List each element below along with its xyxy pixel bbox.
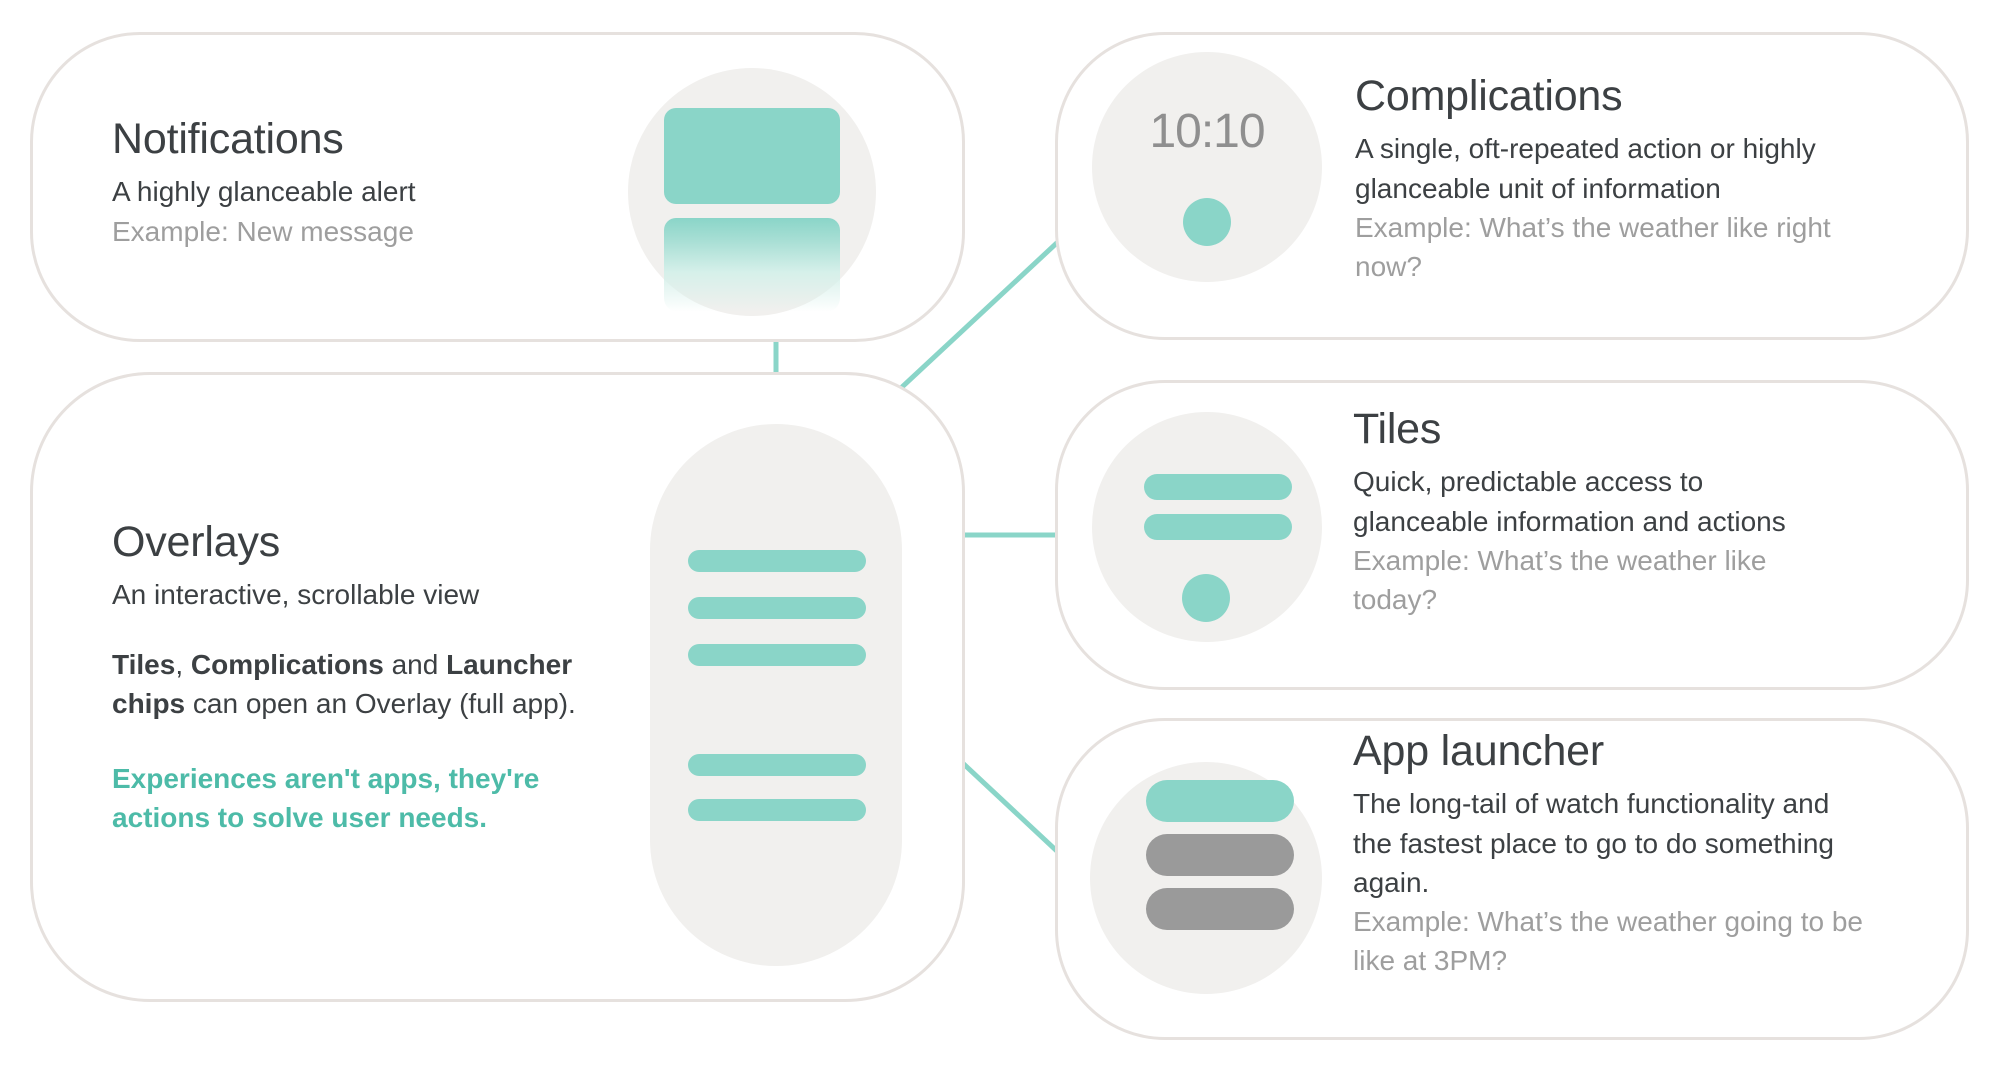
overlays-body-launcher-chips: Launcher chips <box>112 648 573 719</box>
launcher-example: Example: What’s the weather going to be … <box>1353 906 1864 977</box>
notifications-description: A highly glanceable alert <box>112 176 416 208</box>
overlays-accent-statement: Experiences aren't apps, they're actions… <box>112 763 540 834</box>
tiles-description: Quick, predictable access to glanceable … <box>1353 466 1786 537</box>
tile-dot-icon <box>1182 574 1230 622</box>
overlays-body-complications: Complications <box>190 648 384 680</box>
overlays-text-block: Overlays An interactive, scrollable view… <box>112 518 582 837</box>
launcher-description: The long-tail of watch functionality and… <box>1353 788 1834 898</box>
launcher-text-block: App launcher The long-tail of watch func… <box>1353 727 1863 980</box>
complications-glyph-icon: 10:10 <box>1092 52 1322 282</box>
notifications-title: Notifications <box>112 115 344 163</box>
overlays-body-sep1: , <box>175 648 191 680</box>
launcher-chip-3-icon <box>1146 888 1294 930</box>
tiles-example: Example: What’s the weather like today? <box>1353 544 1767 615</box>
overlay-glyph-icon <box>650 424 902 966</box>
notification-card-fading-icon <box>664 218 840 312</box>
complications-text-block: Complications A single, oft-repeated act… <box>1355 72 1865 286</box>
overlay-bar-1-icon <box>688 550 866 572</box>
overlay-bar-5-icon <box>688 799 866 821</box>
overlay-bar-4-icon <box>688 754 866 776</box>
watch-clock-time: 10:10 <box>1149 105 1265 158</box>
launcher-chip-2-icon <box>1146 834 1294 876</box>
overlays-body-tiles: Tiles <box>112 648 176 680</box>
complications-example: Example: What’s the weather like right n… <box>1355 211 1831 282</box>
overlays-title: Overlays <box>112 518 281 566</box>
overlays-body: Tiles, Complications and Launcher chips … <box>112 645 582 723</box>
notification-glyph-icon <box>628 68 876 316</box>
tiles-text-block: Tiles Quick, predictable access to glanc… <box>1353 405 1823 619</box>
notifications-example: Example: New message <box>112 215 414 247</box>
tile-bar-1-icon <box>1144 474 1292 500</box>
notifications-text-block: Notifications A highly glanceable alert … <box>112 115 532 251</box>
complication-dot-icon <box>1183 198 1231 246</box>
overlay-bar-2-icon <box>688 597 866 619</box>
tile-bar-2-icon <box>1144 514 1292 540</box>
notification-card-solid-icon <box>664 108 840 204</box>
overlay-bar-3-icon <box>688 644 866 666</box>
tiles-title: Tiles <box>1353 405 1442 453</box>
app-launcher-glyph-icon <box>1090 762 1322 994</box>
overlays-body-sep2: and <box>383 648 447 680</box>
overlays-description: An interactive, scrollable view <box>112 579 480 611</box>
launcher-title: App launcher <box>1353 727 1605 775</box>
complications-title: Complications <box>1355 72 1623 120</box>
complications-description: A single, oft-repeated action or highly … <box>1355 133 1816 204</box>
launcher-chip-1-icon <box>1146 780 1294 822</box>
tiles-glyph-icon <box>1092 412 1322 642</box>
overlays-body-tail: can open an Overlay (full app). <box>185 687 576 719</box>
